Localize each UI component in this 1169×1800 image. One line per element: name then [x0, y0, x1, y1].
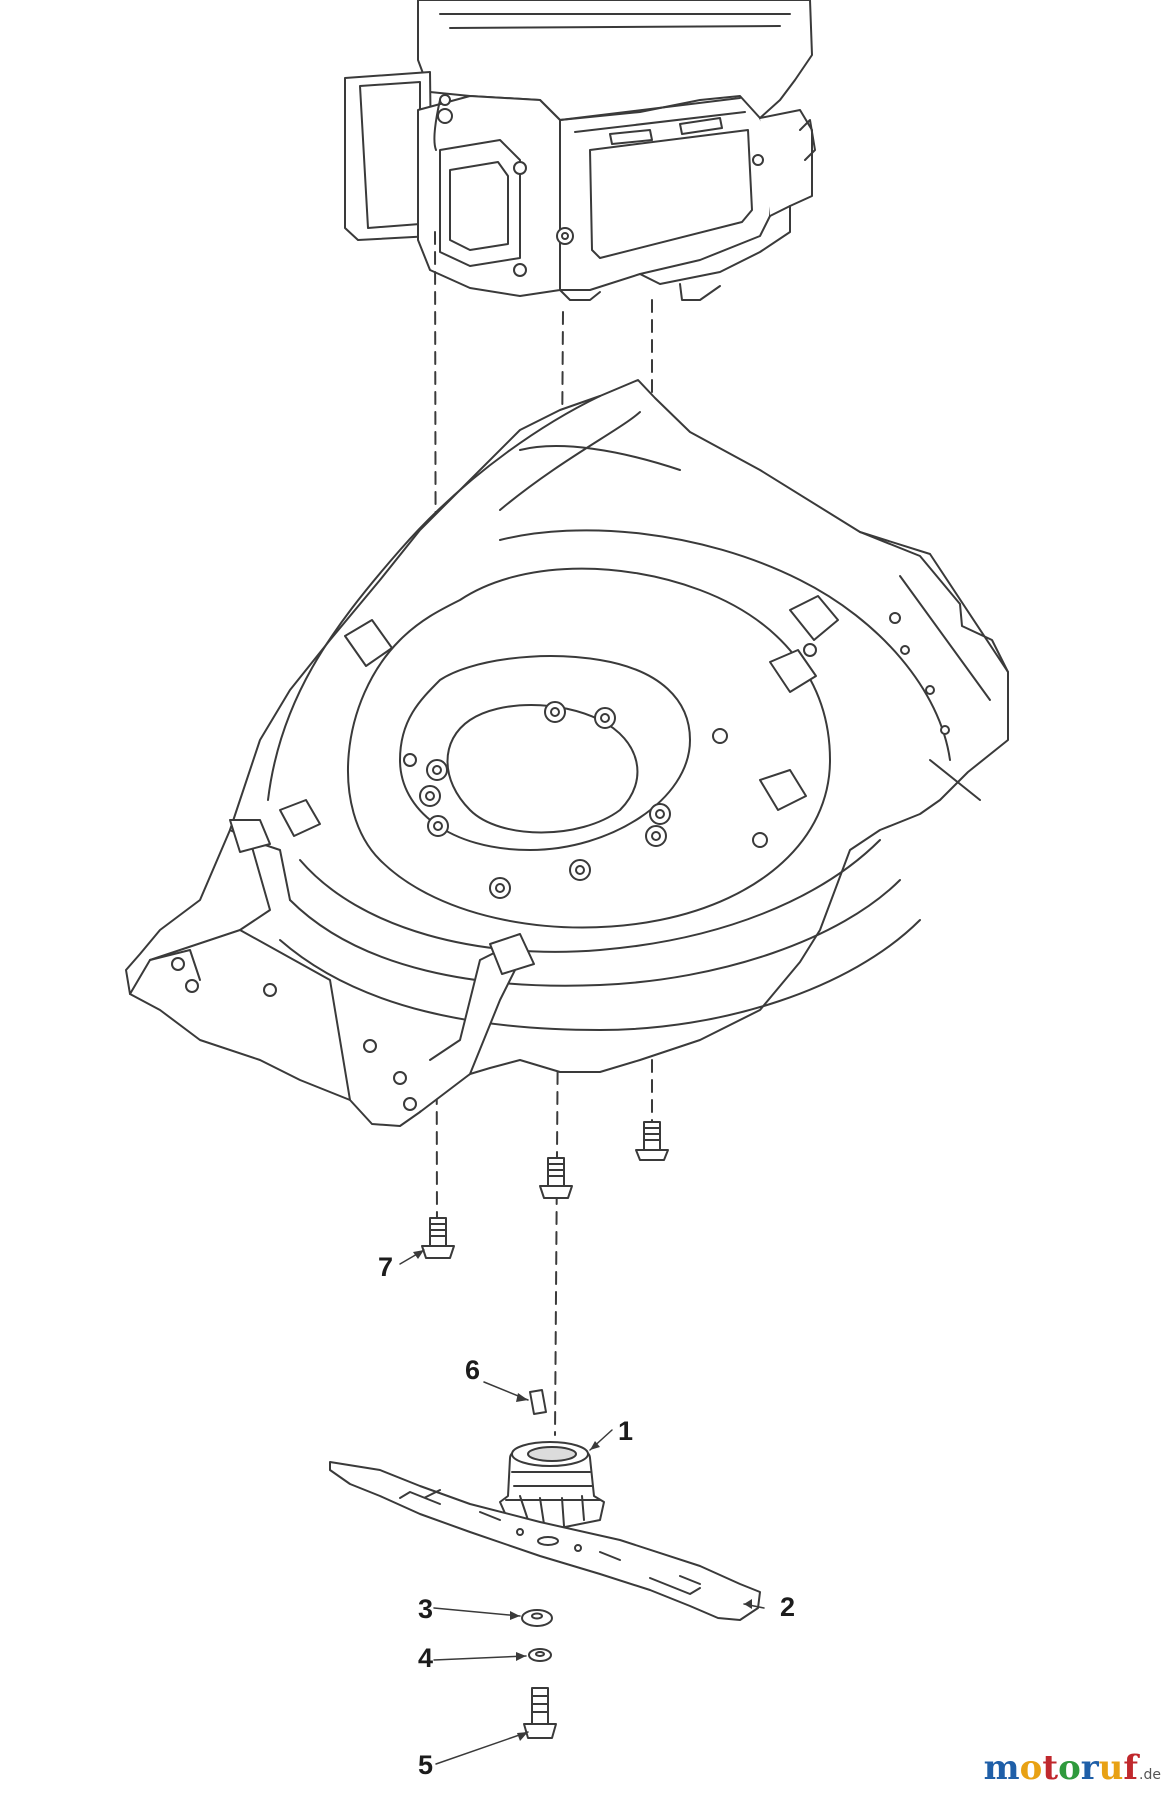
- motoruf-logo: motoruf.de: [984, 1748, 1161, 1788]
- engine-illustration: [344, 0, 816, 301]
- callout-7: 7: [378, 1252, 394, 1282]
- logo-letter: m: [983, 1748, 1020, 1788]
- lock-washer: [528, 1648, 552, 1662]
- mower-deck-illustration: [125, 379, 1009, 1127]
- blade-bolt: [523, 1687, 557, 1739]
- callout-4: 4: [418, 1643, 434, 1673]
- callout-2: 2: [780, 1592, 796, 1622]
- logo-letter: o: [1058, 1748, 1081, 1788]
- logo-letter: f: [1123, 1748, 1139, 1788]
- logo-letter: o: [1019, 1748, 1043, 1788]
- deck-screw-middle: [539, 1157, 573, 1199]
- logo-letter: r: [1080, 1748, 1099, 1788]
- leader-lines: [399, 1249, 765, 1765]
- callout-3: 3: [418, 1594, 434, 1624]
- mower-blade: [329, 1461, 761, 1621]
- woodruff-key: [529, 1389, 547, 1415]
- deck-screw-right: [635, 1121, 669, 1161]
- washer: [521, 1609, 553, 1627]
- callout-6: 6: [465, 1355, 481, 1385]
- blade-adapter: [499, 1441, 605, 1529]
- logo-letter: u: [1098, 1748, 1124, 1788]
- logo-letter: t: [1042, 1748, 1059, 1788]
- logo-tld: .de: [1139, 1767, 1161, 1783]
- callout-1: 1: [618, 1416, 634, 1446]
- callout-5: 5: [418, 1750, 434, 1780]
- deck-screw-left: [421, 1217, 455, 1259]
